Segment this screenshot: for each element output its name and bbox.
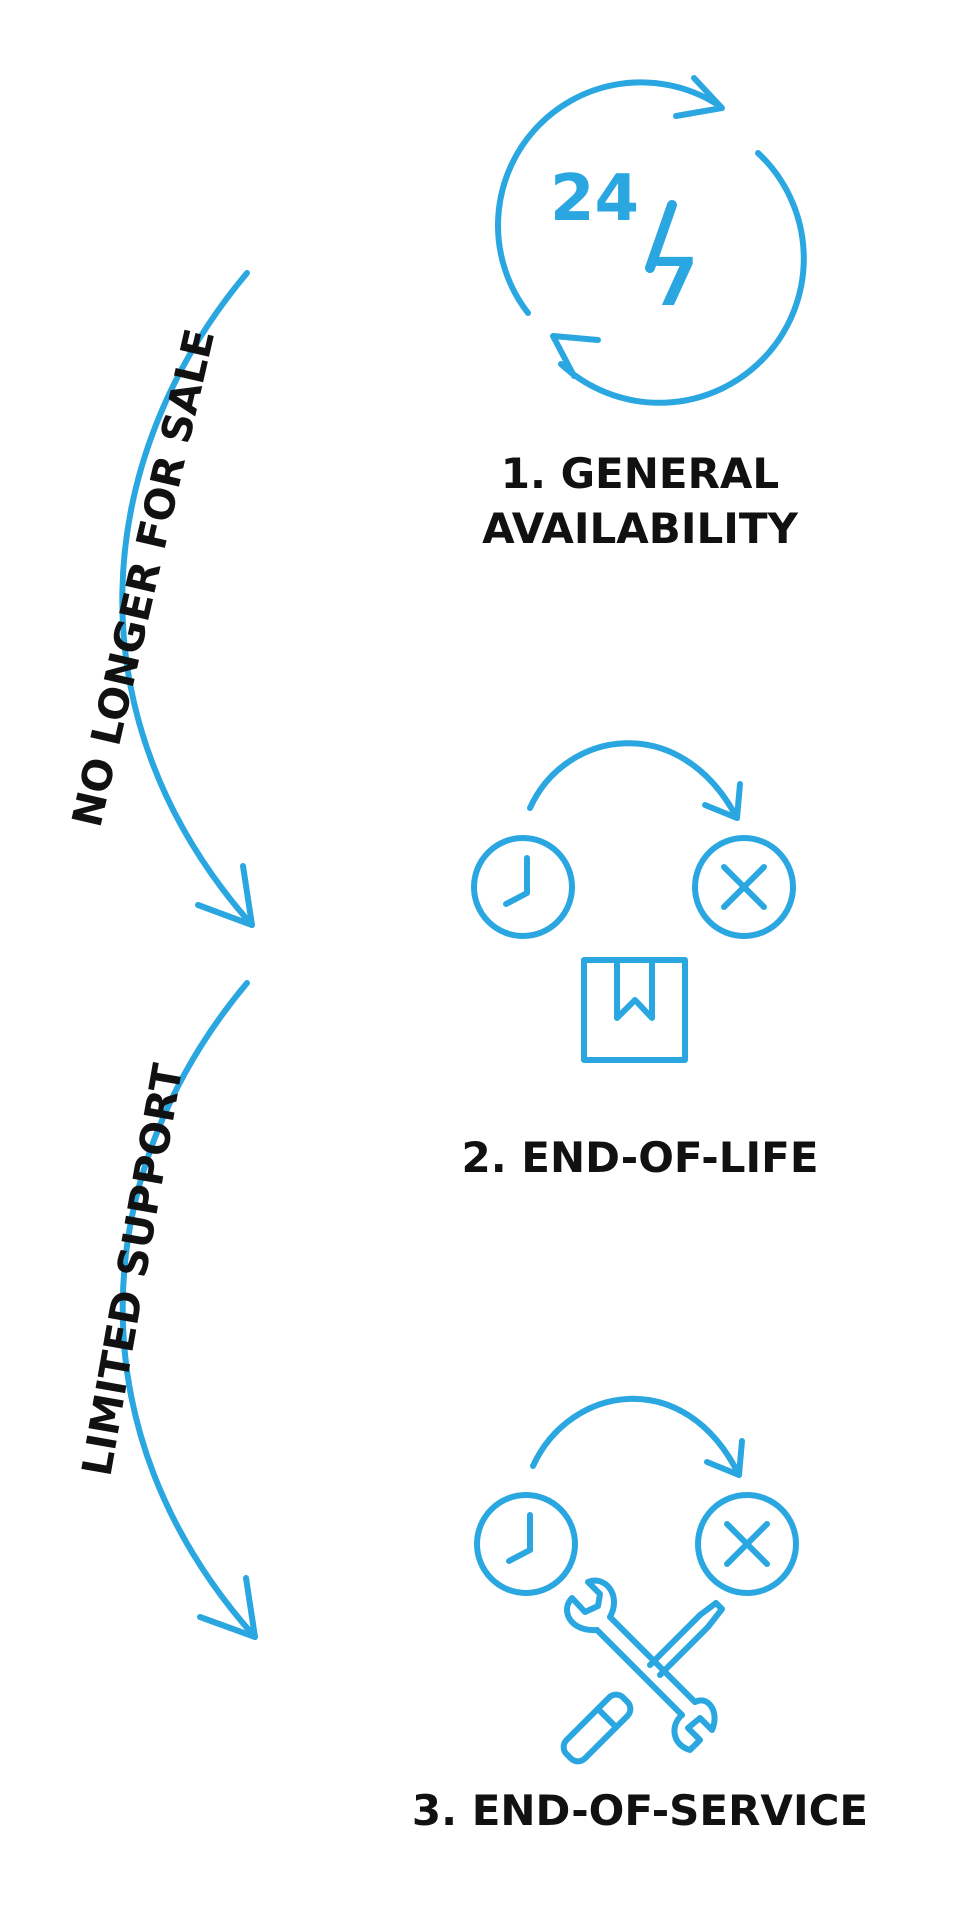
- stage-2-title: 2. END-OF-LIFE: [461, 1133, 819, 1182]
- end-of-life-icons: [471, 740, 796, 1063]
- stage-1-title: 1. GENERAL AVAILABILITY: [420, 446, 860, 557]
- stage-1-title-line1: 1. GENERAL: [500, 449, 780, 498]
- transition-arrowhead-icon: [704, 1438, 745, 1478]
- clock-icon: [471, 835, 575, 939]
- stage-1-title-line2: AVAILABILITY: [482, 504, 798, 554]
- cancel-circle-icon: [695, 1492, 799, 1596]
- transition-arrow-1: [119, 270, 255, 928]
- cycle-arrowhead-bottom-icon: [550, 333, 601, 379]
- days-numeral: 7: [652, 244, 698, 321]
- transition-arrow-2: [119, 980, 258, 1640]
- cycle-slash-icon: [645, 200, 677, 273]
- 24-7-cycle-icon: [495, 75, 807, 406]
- transition-arc-icon: [530, 1395, 742, 1478]
- tools-icon: [560, 1577, 725, 1765]
- cycle-arc-bottom-icon: [558, 150, 807, 406]
- cancel-circle-icon: [692, 835, 796, 939]
- arrowhead-icon: [197, 1575, 258, 1640]
- box-icon: [581, 957, 688, 1063]
- arrowhead-icon: [195, 863, 255, 928]
- clock-icon: [474, 1492, 578, 1596]
- stage-3-title: 3. END-OF-SERVICE: [411, 1786, 869, 1835]
- hours-numeral: 24: [550, 162, 639, 236]
- end-of-service-icons: [474, 1395, 799, 1765]
- transition-arc-icon: [527, 740, 740, 821]
- cycle-arrowhead-top-icon: [673, 75, 725, 119]
- transition-arrowhead-icon: [702, 781, 743, 821]
- cycle-arc-top-icon: [495, 79, 718, 316]
